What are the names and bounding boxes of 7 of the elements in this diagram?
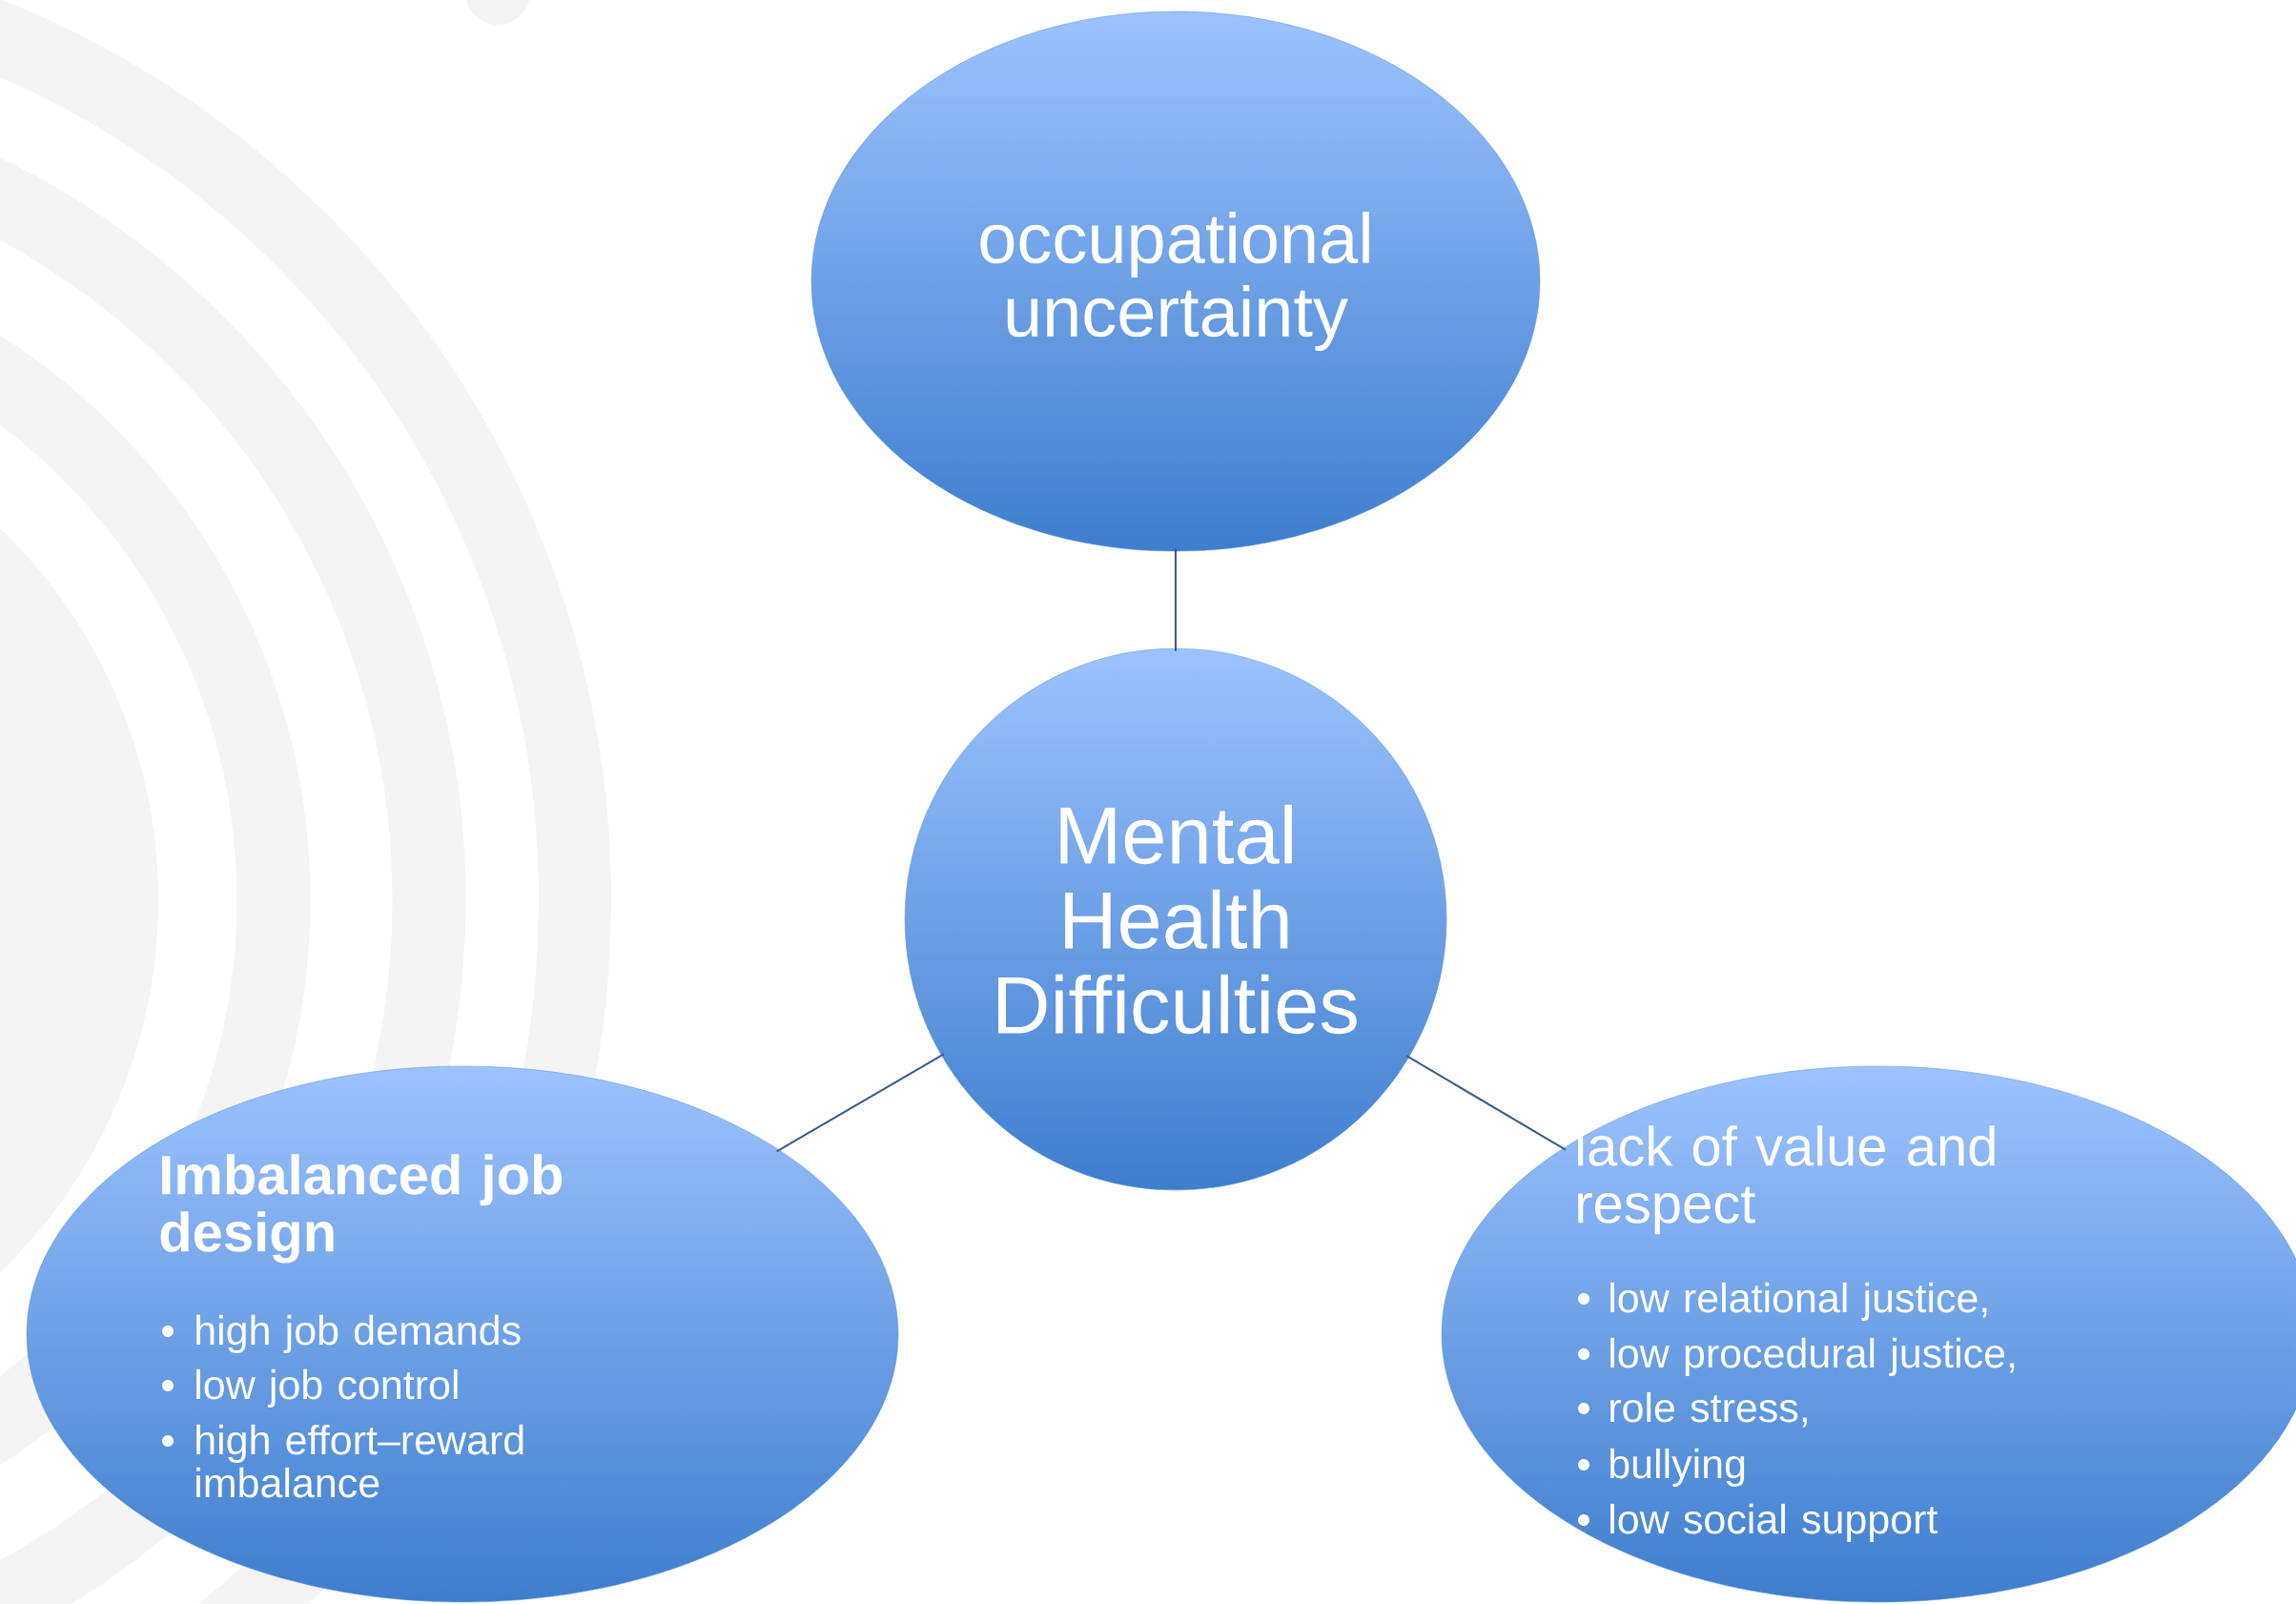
ellipse-node: Imbalanced job design high job demands low job control high effort–reward imbalance	[26, 1065, 899, 1603]
ellipse-node: occupational uncertainty	[810, 10, 1541, 552]
circle-node: Mental Health Difficulties	[904, 648, 1447, 1191]
connector-line	[775, 1053, 945, 1153]
connector-line	[1405, 1055, 1567, 1151]
ellipse-node: lack of value and respect low relational justice, low procedural justice, role stress, bullying low social support	[1441, 1065, 2296, 1603]
connector-line	[1175, 547, 1177, 652]
